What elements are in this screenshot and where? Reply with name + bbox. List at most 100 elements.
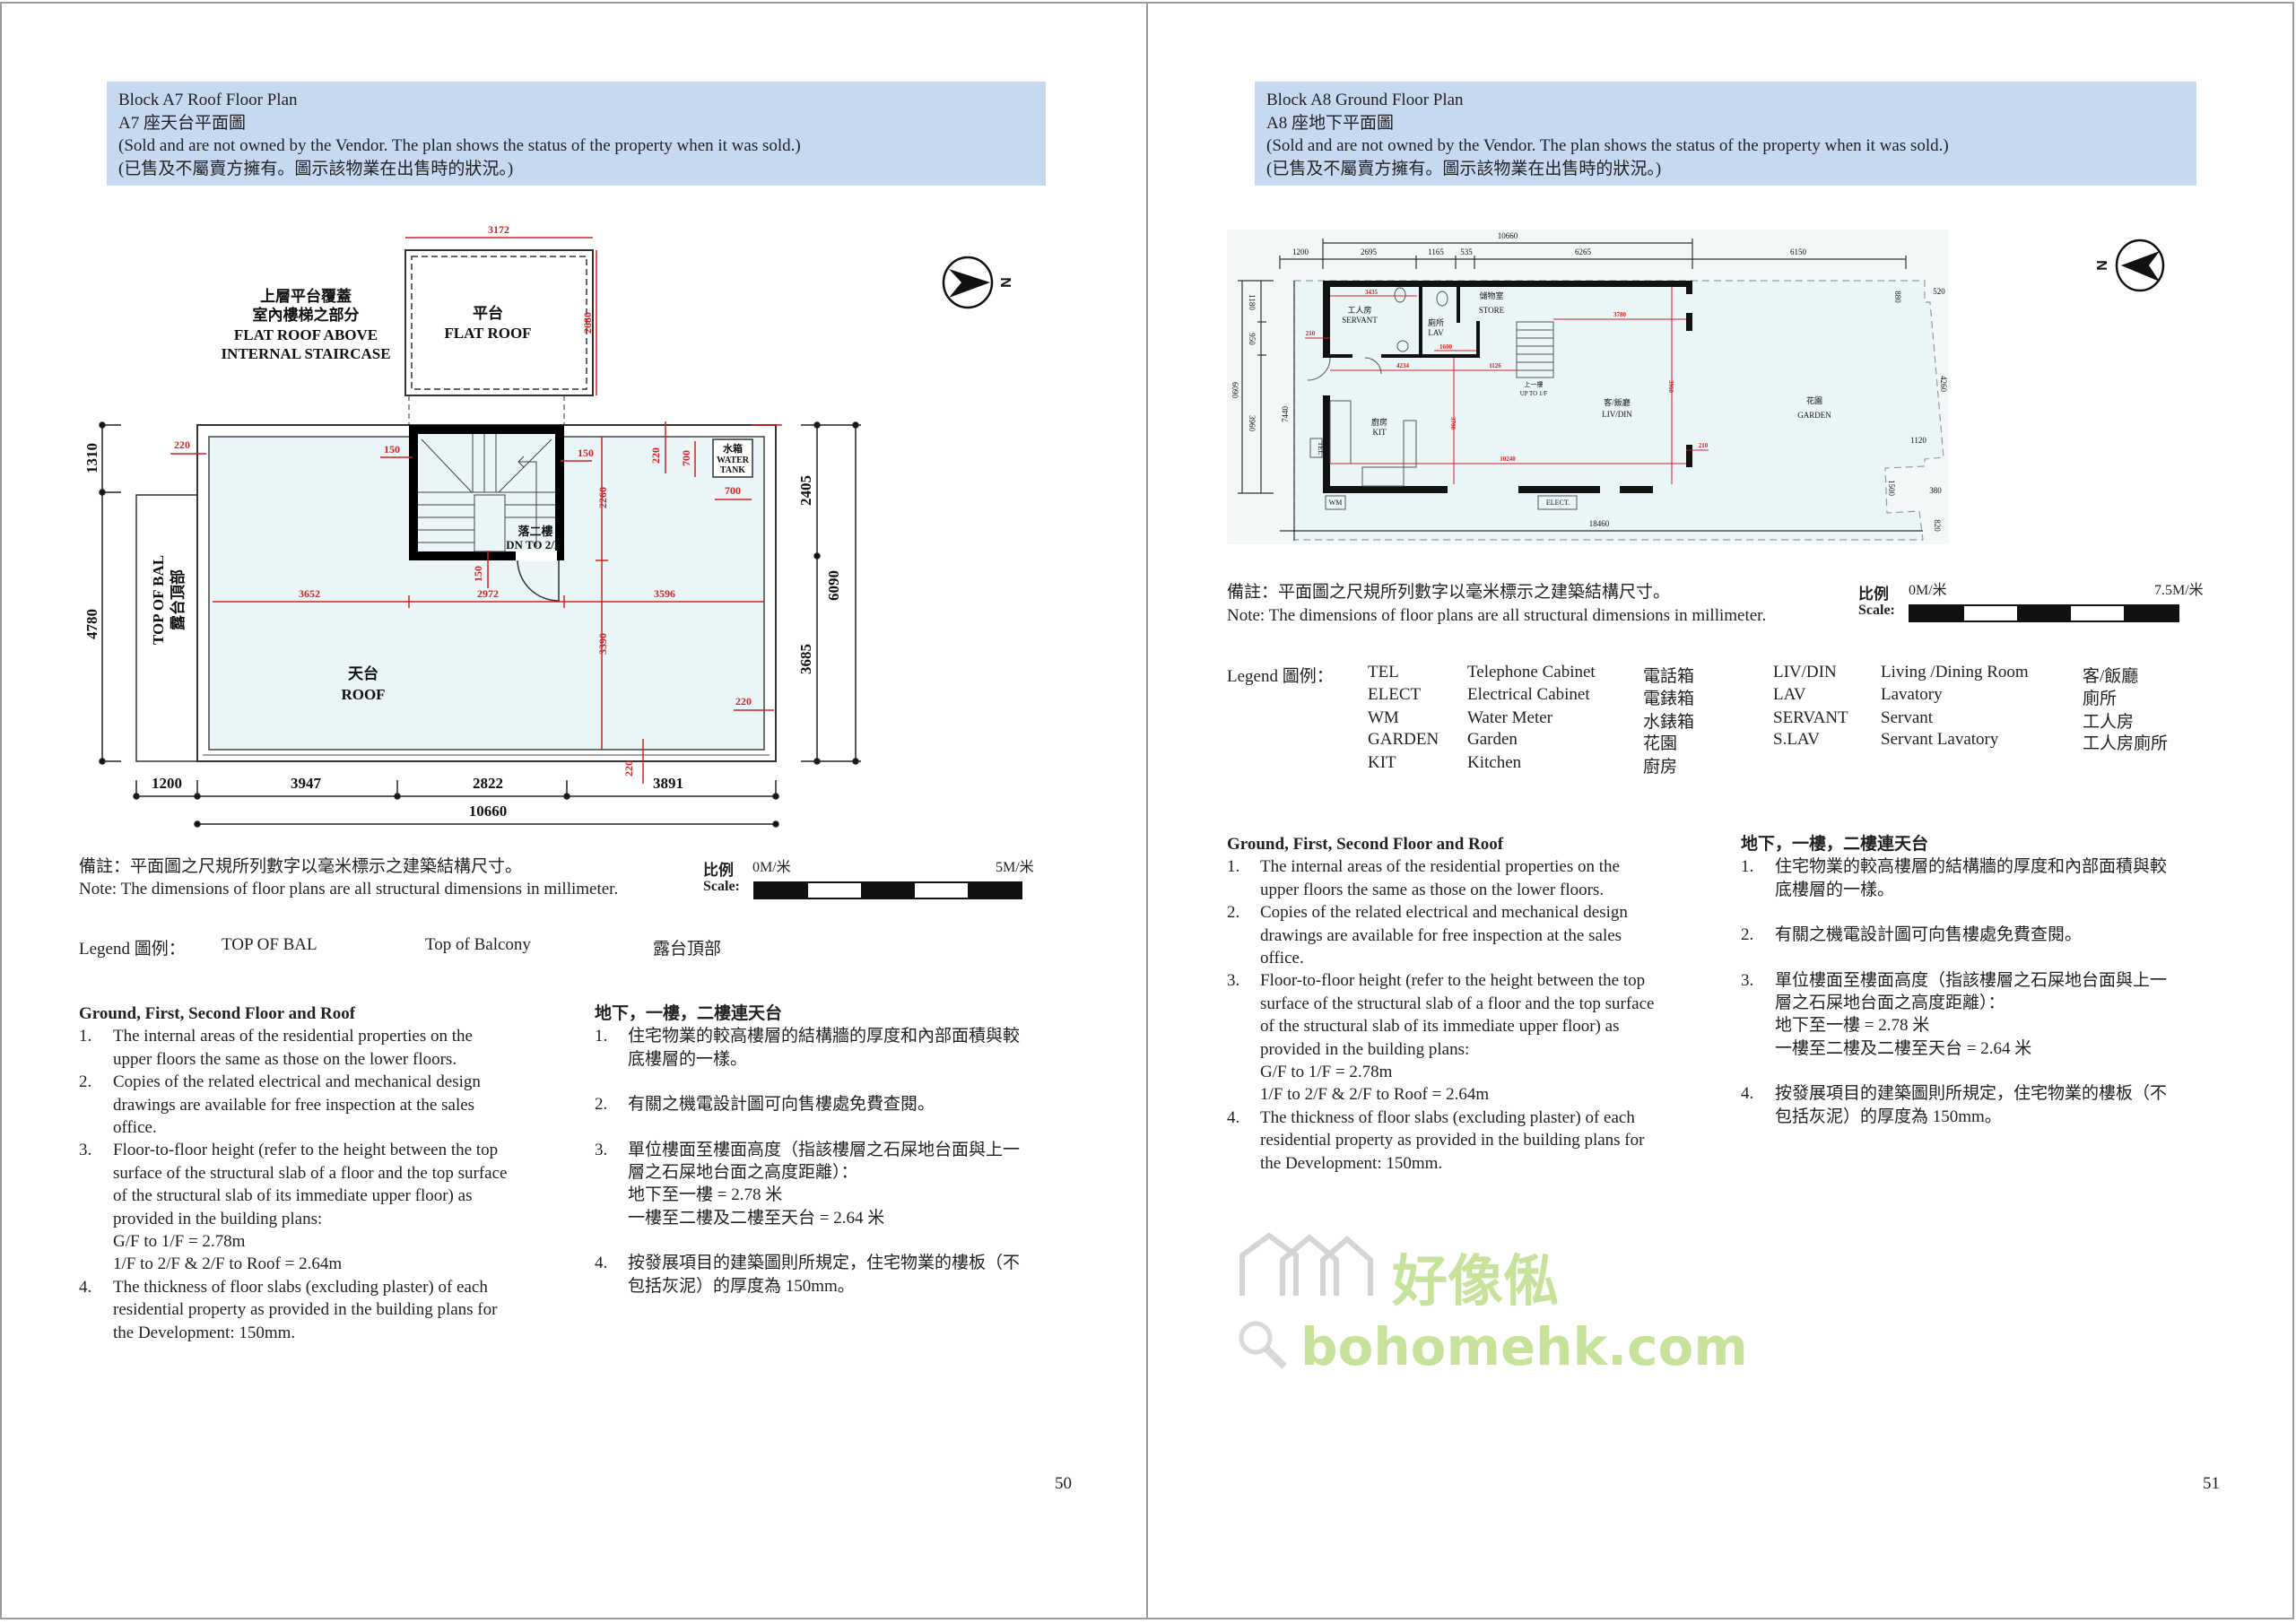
notes-en-item: 2. Copies of the related electrical and …	[79, 1071, 507, 1139]
note-line: upper floors the same as those on the lo…	[113, 1049, 457, 1069]
note-line: office.	[1260, 949, 1304, 968]
tel-label: TEL	[1317, 442, 1325, 456]
legend-en: Living /Dining Room	[1881, 663, 2029, 681]
legend-abbr: WM	[1368, 708, 1399, 727]
note-line: 底樓層的一樣。	[1775, 880, 1895, 899]
left-remark-en: Note: The dimensions of floor plans are …	[79, 880, 619, 898]
wm-label: WM	[1329, 499, 1343, 507]
flat-roof-label-en: FLAT ROOF	[444, 325, 531, 342]
left-scale-bar	[753, 881, 1022, 899]
right-page-number: 51	[2203, 1474, 2220, 1493]
note-line: the Development: 150mm.	[113, 1323, 296, 1342]
right-scale-bar	[1909, 604, 2179, 622]
note-line: 1/F to 2/F & 2/F to Roof = 2.64m	[1260, 1085, 1490, 1105]
lav-label-en: LAV	[1428, 328, 1444, 337]
note-line: drawings are available for free inspecti…	[1260, 925, 1622, 945]
stair-door-opening	[516, 551, 557, 561]
elect-label: ELECT.	[1546, 499, 1570, 507]
stair-label-en: DN TO 2/F	[506, 538, 561, 551]
legend-zh: 水錶箱	[1643, 713, 1695, 732]
house-interior	[1323, 281, 1692, 493]
right-scale-end: 7.5M/米	[2154, 583, 2204, 598]
dim-label-red: 700	[680, 450, 692, 466]
legend-abbr: TOP OF BAL	[222, 935, 317, 954]
dim-label: 7440	[1281, 406, 1290, 423]
flat-roof-above-label-en1: FLAT ROOF ABOVE	[234, 326, 378, 343]
right-notes-zh: 地下，一樓，二樓連天台 1. 住宅物業的較高樓層的結構牆的厚度和內部面積與較 底…	[1741, 833, 2167, 1128]
right-remark-en: Note: The dimensions of floor plans are …	[1227, 606, 1767, 625]
flat-roof-label-zh: 平台	[473, 304, 503, 322]
dim-label-red: 150	[384, 443, 400, 456]
note-line: provided in the building plans:	[1260, 1039, 1470, 1059]
note-line: 層之石屎地台面之高度距離）：	[628, 1163, 858, 1183]
item-number: 1.	[79, 1027, 92, 1046]
right-legend-label: Legend 圖例：	[1227, 667, 1334, 686]
item-number: 4.	[595, 1254, 608, 1273]
note-line: Floor-to-floor height (refer to the heig…	[113, 1141, 499, 1160]
dim-label: 6090	[1231, 382, 1239, 399]
note-line: G/F to 1/F = 2.78m	[1260, 1063, 1393, 1082]
legend-en: Garden	[1467, 730, 1518, 749]
garden-label-en: GARDEN	[1797, 411, 1831, 420]
roof-floor-plan-a7: 上層平台覆蓋 室內樓梯之部分 FLAT ROOF ABOVE INTERNAL …	[83, 223, 1013, 828]
note-line: Copies of the related electrical and mec…	[113, 1072, 481, 1092]
item-number: 2.	[79, 1072, 92, 1092]
notes-en-item: 4. The thickness of floor slabs (excludi…	[79, 1276, 507, 1344]
livdin-label-en: LIV/DIN	[1602, 410, 1632, 419]
dim-label: 820	[1933, 519, 1942, 532]
flat-roof-above-label-zh2: 室內樓梯之部分	[253, 306, 360, 324]
up-label-en: UP TO 1/F	[1520, 390, 1548, 397]
dim-label: 10660	[1498, 231, 1518, 240]
legend-en: Water Meter	[1467, 708, 1552, 727]
left-remark-zh: 備註：平面圖之尺規所列數字以毫米標示之建築結構尺寸。	[79, 857, 523, 876]
note-line: The internal areas of the residential pr…	[113, 1027, 473, 1046]
dim-label: 520	[1933, 287, 1945, 296]
notes-zh-item: 1. 住宅物業的較高樓層的結構牆的厚度和內部面積與較 底樓層的一樣。	[595, 1025, 1020, 1071]
dim-label-red: 4234	[1396, 362, 1410, 369]
note-line: 按發展項目的建築圖則所規定，住宅物業的樓板（不	[1775, 1084, 2168, 1104]
dim-label-red: 1600	[1439, 343, 1453, 351]
legend-en: Top of Balcony	[425, 935, 531, 954]
compass-north-label: N	[2095, 260, 2110, 271]
dim-label-red: 210	[1306, 330, 1316, 337]
dim-label: 1180	[1248, 294, 1257, 310]
dim-label: 3891	[653, 775, 683, 792]
note-line: 有關之機電設計圖可向售樓處免費查閱。	[628, 1095, 935, 1115]
kit-label-en: KIT	[1373, 428, 1387, 437]
item-number: 2.	[1741, 925, 1754, 945]
left-header-box: Block A7 Roof Floor Plan A7 座天台平面圖 (Sold…	[107, 82, 1046, 186]
black-dimension-lines	[99, 421, 861, 828]
flat-roof-dashed-outline	[411, 256, 587, 390]
item-number: 1.	[595, 1027, 608, 1046]
dim-label: 6265	[1575, 247, 1592, 256]
notes-zh-heading: 地下，一樓，二樓連天台	[1741, 835, 1929, 854]
right-remark-zh: 備註：平面圖之尺規所列數字以毫米標示之建築結構尺寸。	[1227, 583, 1671, 602]
store-label-zh: 儲物室	[1479, 291, 1503, 300]
notes-zh-item: 4. 按發展項目的建築圖則所規定，住宅物業的樓板（不 包括灰泥）的厚度為 150…	[595, 1252, 1020, 1298]
legend-en: Lavatory	[1881, 685, 1943, 704]
note-line: The internal areas of the residential pr…	[1260, 857, 1620, 877]
dim-label-red: 3700	[1449, 417, 1457, 430]
up-label-zh: 上一樓	[1525, 380, 1544, 388]
notes-zh-item: 2. 有關之機電設計圖可向售樓處免費查閱。	[595, 1093, 1020, 1115]
item-number: 4.	[79, 1277, 92, 1297]
note-line: 一樓至二樓及二樓至天台 = 2.64 米	[628, 1208, 885, 1228]
dim-label: 3947	[291, 775, 322, 792]
legend-zh: 廁所	[2083, 690, 2118, 708]
balcony-outline	[135, 494, 198, 762]
top-of-bal-label-en: TOP OF BAL	[150, 555, 167, 645]
servant-label-en: SERVANT	[1342, 316, 1378, 325]
note-line: 住宅物業的較高樓層的結構牆的厚度和內部面積與較	[1775, 857, 2168, 877]
left-page-number: 50	[1055, 1474, 1072, 1493]
item-number: 2.	[1227, 903, 1240, 923]
dim-label-red: 150	[472, 566, 484, 582]
notes-zh-item: 4. 按發展項目的建築圖則所規定，住宅物業的樓板（不 包括灰泥）的厚度為 150…	[1741, 1082, 2167, 1128]
note-line: 地下至一樓 = 2.78 米	[628, 1185, 783, 1205]
note-line: residential property as provided in the …	[1260, 1131, 1645, 1150]
item-number: 3.	[1741, 970, 1754, 990]
dim-label-red: 2260	[596, 487, 609, 508]
notes-zh-heading: 地下，一樓，二樓連天台	[595, 1004, 783, 1023]
legend-abbr: KIT	[1368, 753, 1396, 772]
dim-label-red: 220	[649, 447, 662, 464]
garden-label-zh: 花園	[1806, 395, 1822, 405]
